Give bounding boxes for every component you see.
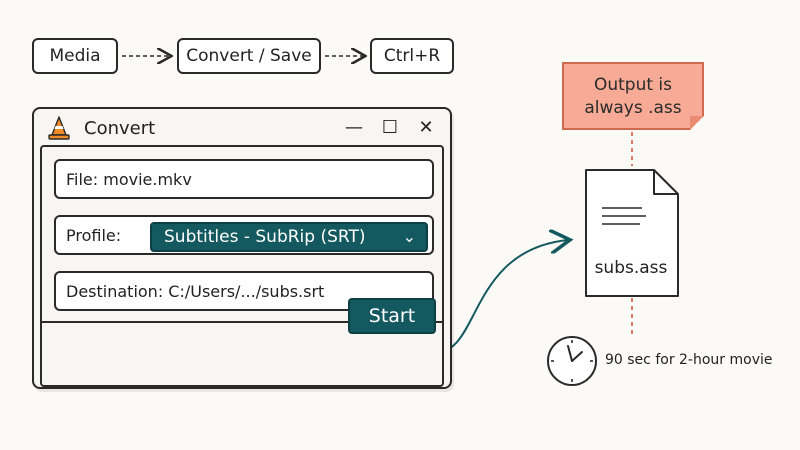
profile-label: Profile: xyxy=(66,225,122,245)
close-icon[interactable]: ✕ xyxy=(418,116,434,138)
note-line-1: Output is xyxy=(593,75,673,95)
destination-field-text: Destination: C:/Users/.../subs.srt xyxy=(66,281,325,301)
convert-dialog: Convert — ☐ ✕ File: movie.mkv Profile: S… xyxy=(32,107,452,389)
dialog-divider xyxy=(42,321,442,323)
breadcrumb-convert-save: Convert / Save xyxy=(177,38,321,74)
minimize-icon[interactable]: — xyxy=(345,116,363,138)
breadcrumb-ctrl-r: Ctrl+R xyxy=(370,38,454,74)
output-file-name: subs.ass xyxy=(594,258,668,278)
chevron-down-icon: ⌄ xyxy=(402,227,416,246)
note-fold xyxy=(690,116,704,130)
document-icon xyxy=(585,169,679,297)
dialog-body: File: movie.mkv Profile: Subtitles - Sub… xyxy=(40,145,444,387)
maximize-icon[interactable]: ☐ xyxy=(381,116,399,138)
vlc-cone-icon xyxy=(48,116,70,140)
timer-label: 90 sec for 2-hour movie xyxy=(605,352,773,368)
dialog-titlebar: Convert xyxy=(34,109,450,147)
file-field[interactable]: File: movie.mkv xyxy=(54,159,434,199)
file-field-text: File: movie.mkv xyxy=(66,169,192,189)
breadcrumb-media: Media xyxy=(32,38,118,74)
profile-select-value: Subtitles - SubRip (SRT) xyxy=(164,227,366,247)
profile-select[interactable]: Subtitles - SubRip (SRT) ⌄ xyxy=(150,222,428,252)
note-line-2: always .ass xyxy=(584,98,682,118)
clock-icon xyxy=(547,336,597,386)
start-button[interactable]: Start xyxy=(348,298,436,334)
output-note: Output is always .ass xyxy=(562,62,704,130)
dialog-title: Convert xyxy=(84,117,156,139)
start-to-file-arrow xyxy=(437,240,568,353)
profile-field: Profile: Subtitles - SubRip (SRT) ⌄ xyxy=(54,215,434,255)
